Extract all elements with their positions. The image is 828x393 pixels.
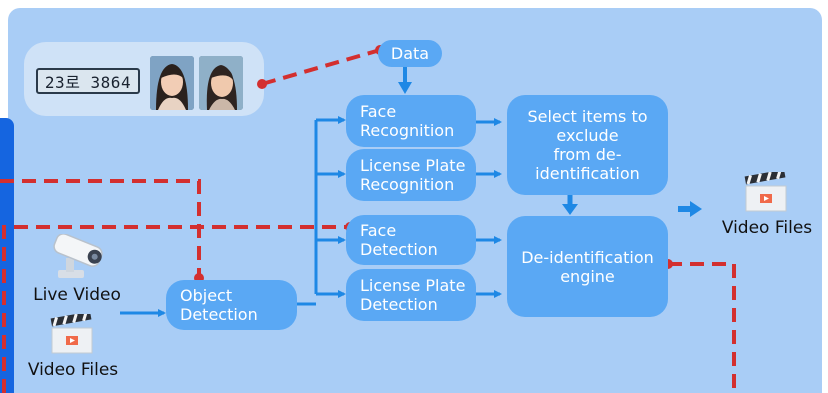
video-files-input-label: Video Files — [27, 360, 119, 380]
video-files-output-label: Video Files — [721, 218, 813, 238]
license-plate-recognition-node: License Plate Recognition — [346, 149, 476, 201]
face-detection-node: Face Detection — [346, 215, 476, 265]
face-photo-2 — [199, 56, 243, 110]
video-file-clapper-icon — [50, 311, 94, 354]
live-video-label: Live Video — [33, 285, 121, 305]
license-plate-image: 23로 3864 — [36, 68, 140, 94]
cctv-camera-icon — [44, 233, 112, 282]
face-photo-1 — [150, 56, 194, 110]
video-file-clapper-icon — [744, 169, 788, 212]
solid-flow-arrows — [120, 116, 502, 317]
face-recognition-node: Face Recognition — [346, 95, 476, 147]
object-detection-node: Object Detection — [166, 280, 297, 330]
dashed-flow-lines — [0, 48, 736, 393]
select-items-node: Select items to exclude from de-identifi… — [507, 95, 668, 195]
deidentification-engine-node: De-identification engine — [507, 216, 668, 317]
data-node: Data — [378, 40, 442, 67]
license-plate-detection-node: License Plate Detection — [346, 269, 476, 321]
